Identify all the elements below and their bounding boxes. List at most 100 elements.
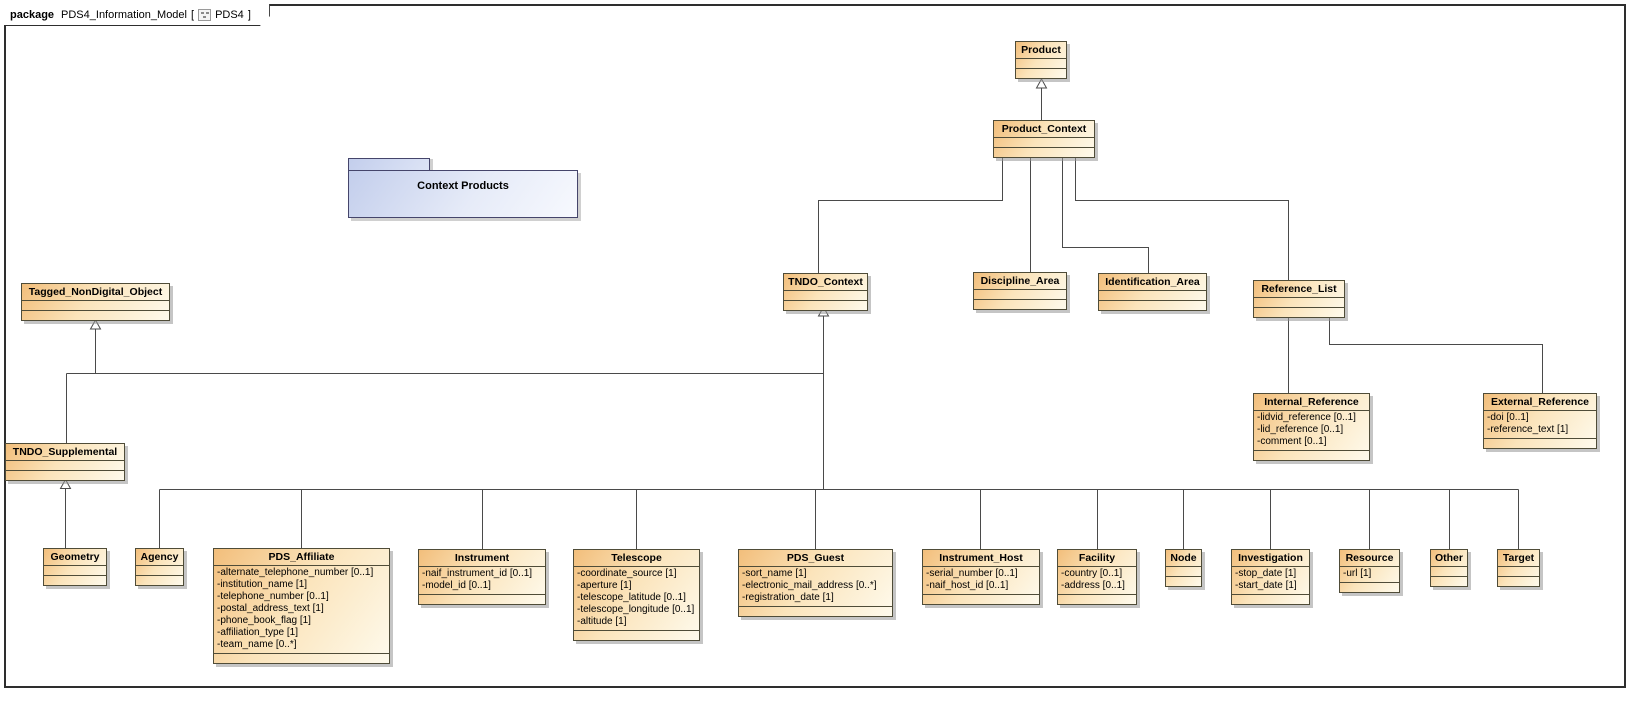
class-compartment [44,565,106,575]
class-facility[interactable]: Facility -country [0..1]-address [0..1] [1057,549,1137,605]
class-attribute: -lidvid_reference [0..1] [1257,412,1356,423]
class-title: External_Reference [1490,396,1590,408]
class-compartment [136,565,183,575]
class-product[interactable]: Product [1015,41,1067,79]
generalization-geometry-to-tndo-supplemental[interactable] [59,478,72,549]
class-title: Resource [1345,552,1394,564]
class-compartment [1498,566,1539,576]
link-reference-list-to-external-reference[interactable] [1329,318,1543,393]
class-title: PDS_Guest [786,552,845,564]
class-reference-list[interactable]: Reference_List [1253,280,1345,318]
class-attributes: -alternate_telephone_number [0..1]-insti… [214,565,389,653]
class-resource[interactable]: Resource -url [1] [1339,549,1400,593]
class-compartment [974,299,1066,309]
class-attributes: -doi [0..1]-reference_text [1] [1484,410,1596,438]
class-compartment [994,137,1094,147]
class-compartment [739,606,892,616]
class-title: Agency [140,551,179,563]
class-internal-reference[interactable]: Internal_Reference -lidvid_reference [0.… [1253,393,1370,461]
class-pds-guest[interactable]: PDS_Guest -sort_name [1]-electronic_mail… [738,549,893,617]
class-title: Investigation [1238,552,1303,564]
class-attribute: -stop_date [1] [1235,568,1297,579]
class-attribute: -serial_number [0..1] [926,568,1018,579]
class-title: Facility [1078,552,1116,564]
class-attribute: -telescope_longitude [0..1] [577,604,695,615]
class-node[interactable]: Node [1165,549,1202,587]
class-title: Node [1170,552,1197,564]
class-attribute: -comment [0..1] [1257,436,1327,447]
class-attribute: -model_id [0..1] [422,580,491,591]
class-compartment [923,594,1039,604]
class-attribute: -team_name [0..*] [217,639,297,650]
class-pds-affiliate[interactable]: PDS_Affiliate -alternate_telephone_numbe… [213,548,390,664]
class-compartment [419,594,545,604]
class-compartment [1058,594,1136,604]
class-instrument-host[interactable]: Instrument_Host -serial_number [0..1]-na… [922,549,1040,605]
class-attribute: -aperture [1] [577,580,632,591]
package-context-products[interactable]: Context Products [348,170,578,218]
class-external-reference[interactable]: External_Reference -doi [0..1]-reference… [1483,393,1597,449]
class-compartment [994,147,1094,157]
class-attributes: -coordinate_source [1]-aperture [1] -tele… [574,566,699,630]
class-title: Other [1434,552,1463,564]
class-compartment [1340,582,1399,592]
class-attributes: -url [1] [1340,566,1399,582]
class-attributes: -serial_number [0..1]-naif_host_id [0..1… [923,566,1039,594]
class-title: Geometry [50,551,100,563]
class-product-context[interactable]: Product_Context [993,120,1095,158]
class-title: Product [1021,44,1061,56]
class-tagged-nondigital-object[interactable]: Tagged_NonDigital_Object [21,283,170,321]
class-title: Reference_List [1261,283,1337,295]
class-compartment [1166,576,1201,586]
class-instrument[interactable]: Instrument -naif_instrument_id [0..1]-mo… [418,549,546,605]
class-attribute: -institution_name [1] [217,579,308,590]
class-telescope[interactable]: Telescope -coordinate_source [1]-apertur… [573,549,700,641]
class-compartment [1166,566,1201,576]
class-other[interactable]: Other [1430,549,1468,587]
frame-bracket-open: [ [191,8,195,21]
class-agency[interactable]: Agency [135,548,184,586]
class-attributes: -lidvid_reference [0..1]-lid_reference [… [1254,410,1369,450]
class-compartment [974,289,1066,299]
class-compartment [136,575,183,585]
generalization-product-context-to-product[interactable] [1035,77,1048,120]
diagram-frame-tab[interactable]: package PDS4_Information_Model [ PDS4 ] [4,4,270,26]
class-attributes: -country [0..1]-address [0..1] [1058,566,1136,594]
class-discipline-area[interactable]: Discipline_Area [973,272,1067,310]
class-compartment [6,460,124,470]
class-attribute: -electronic_mail_address [0..*] [742,580,877,591]
generalization-tree-to-tndo-context[interactable] [159,305,1519,549]
class-attribute: -lid_reference [0..1] [1257,424,1344,435]
class-target[interactable]: Target [1497,549,1540,587]
class-compartment [1232,594,1309,604]
class-title: Target [1502,552,1535,564]
class-tndo-context[interactable]: TNDO_Context [783,273,868,311]
class-attribute: -start_date [1] [1235,580,1297,591]
class-geometry[interactable]: Geometry [43,548,107,586]
class-compartment [784,290,867,300]
class-investigation[interactable]: Investigation -stop_date [1]-start_date … [1231,549,1310,605]
class-title: Product_Context [1001,123,1087,135]
class-attribute: -postal_address_text [1] [217,603,324,614]
class-attribute: -alternate_telephone_number [0..1] [217,567,374,578]
class-attribute: -coordinate_source [1] [577,568,677,579]
class-title: Instrument_Host [939,552,1023,564]
class-attribute: -url [1] [1343,568,1372,579]
class-title: Tagged_NonDigital_Object [28,286,163,298]
class-compartment [1099,300,1206,310]
frame-keyword: package [10,8,55,21]
class-compartment [1484,438,1596,448]
link-product-context-to-tndo-context[interactable] [818,158,1003,273]
class-identification-area[interactable]: Identification_Area [1098,273,1207,311]
class-attribute: -address [0..1] [1061,580,1125,591]
class-title: TNDO_Supplemental [12,446,118,458]
class-tndo-supplemental[interactable]: TNDO_Supplemental [5,443,125,481]
class-attribute: -registration_date [1] [742,592,834,603]
class-attributes: -stop_date [1]-start_date [1] [1232,566,1309,594]
frame-bracket-close: ] [247,8,251,21]
link-product-context-to-reference-list[interactable] [1075,158,1289,280]
link-product-context-to-identification-area[interactable] [1062,158,1149,273]
generalization-tree-to-tagged-nondigital-object[interactable] [66,318,824,443]
frame-diagram-name: PDS4 [215,8,244,21]
class-attributes: -sort_name [1]-electronic_mail_address [… [739,566,892,606]
